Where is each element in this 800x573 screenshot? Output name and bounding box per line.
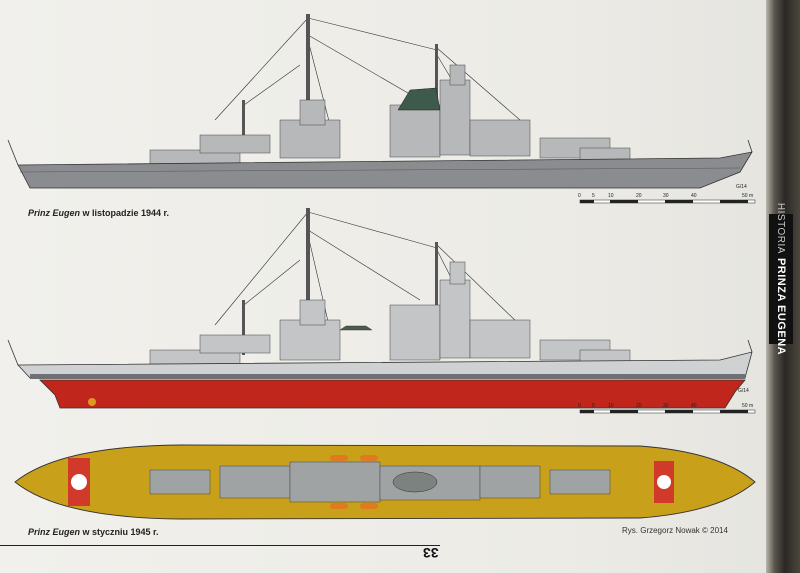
aft-mast-2 — [242, 300, 245, 355]
ship-top-view — [14, 444, 756, 520]
mainmast-2 — [435, 242, 438, 337]
scale-label-10: 10 — [608, 193, 614, 199]
scale-label-5-b: 5 — [592, 403, 595, 409]
page-number: 33 — [423, 545, 439, 561]
caption-1945-ship: Prinz Eugen — [28, 527, 81, 537]
scale-label-20-b: 20 — [636, 403, 642, 409]
scale-label-0: 0 — [578, 193, 581, 199]
seaplane — [339, 325, 373, 331]
scale-label-30-b: 30 — [663, 403, 669, 409]
hull-upper-1945 — [17, 351, 753, 379]
superstructure-2 — [149, 261, 631, 365]
bow-emblem-disc — [657, 475, 671, 489]
illustration-credit: Rys. Grzegorz Nowak © 2014 — [622, 526, 728, 535]
scale-bar-2 — [579, 409, 756, 414]
caption-1945: Prinz Eugen w styczniu 1945 r. — [28, 527, 159, 537]
superstructure — [149, 64, 631, 165]
scale-label-0-b: 0 — [578, 403, 581, 409]
drawing-mark-1: G/14 — [736, 184, 747, 190]
scale-label-40: 40 — [691, 193, 697, 199]
funnel-cap — [397, 87, 441, 111]
scale-labels: 0 5 10 20 30 40 50 m G/14 0 5 10 20 30 4… — [578, 184, 753, 409]
scale-label-20: 20 — [636, 193, 642, 199]
bottom-rule — [0, 545, 440, 546]
scale-label-30: 30 — [663, 193, 669, 199]
section-tab: HISTORIAPRINZA EUGENA — [769, 203, 793, 355]
ship-profile-1945-january — [7, 208, 753, 409]
scale-label-50: 50 m — [742, 193, 753, 199]
boot-topping — [30, 374, 745, 379]
caption-1945-text: w styczniu 1945 r. — [80, 527, 159, 537]
caption-1944-ship: Prinz Eugen — [28, 208, 81, 218]
scale-label-40-b: 40 — [691, 403, 697, 409]
stern-emblem-disc — [71, 474, 87, 490]
caption-1944: Prinz Eugen w listopadzie 1944 r. — [28, 208, 169, 218]
scale-label-5: 5 — [592, 193, 595, 199]
drawing-mark-2: G/14 — [738, 388, 749, 394]
ship-profile-1944-november — [7, 14, 753, 189]
scale-label-10-b: 10 — [608, 403, 614, 409]
foremast — [306, 14, 310, 154]
funnel-top — [392, 471, 438, 493]
boats — [330, 455, 378, 509]
caption-1944-text: w listopadzie 1944 r. — [80, 208, 170, 218]
aft-mast — [242, 100, 245, 150]
scale-bar-1 — [579, 199, 756, 204]
foremast-2 — [306, 208, 310, 358]
propeller — [88, 398, 96, 406]
rigging-lines — [214, 17, 521, 126]
mainmast — [435, 44, 438, 134]
hull-underwater-red — [39, 379, 746, 409]
rigging-lines-2 — [214, 211, 521, 331]
scale-label-50-b: 50 m — [742, 403, 753, 409]
